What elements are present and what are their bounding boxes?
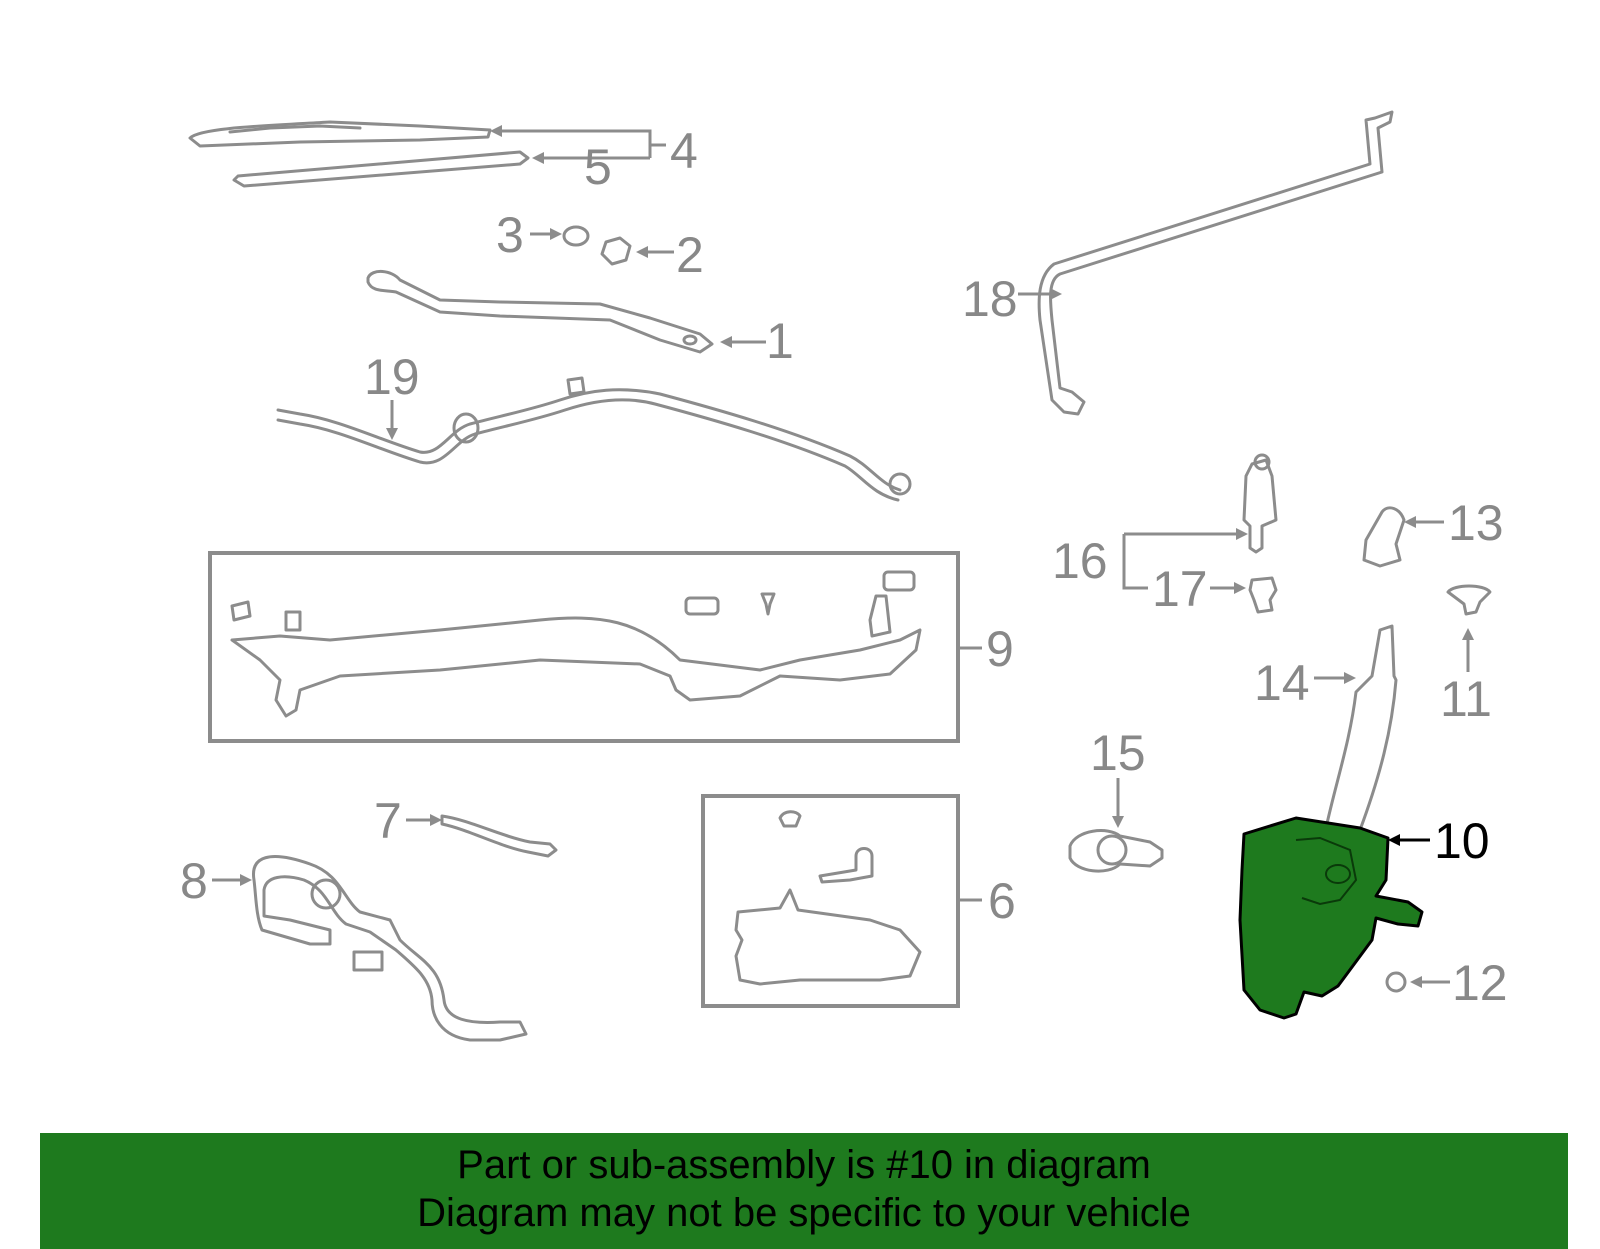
callout-11: 11 [1440, 671, 1492, 727]
callout-19: 19 [364, 349, 420, 405]
part-1-wiper-arm[interactable] [366, 270, 714, 354]
callout-8: 8 [180, 853, 208, 909]
callout-7: 7 [374, 793, 402, 849]
callout-10: 10 [1434, 813, 1490, 869]
info-banner: Part or sub-assembly is #10 in diagram D… [40, 1133, 1568, 1249]
part-6-wiper-motor[interactable] [734, 810, 922, 986]
callout-12: 12 [1452, 955, 1508, 1011]
callout-16: 16 [1052, 533, 1108, 589]
callout-15: 15 [1090, 725, 1146, 781]
part-16-nozzle[interactable] [1242, 453, 1278, 554]
banner-line-part: Part or sub-assembly is #10 in diagram [457, 1143, 1151, 1187]
part-15-pump[interactable] [1068, 829, 1164, 873]
part-18-washer-hose[interactable] [1037, 110, 1394, 416]
part-17-clip[interactable] [1248, 576, 1278, 614]
leader-lines [212, 125, 1474, 988]
part-11-fastener[interactable] [1446, 584, 1492, 616]
part-9-wiper-linkage[interactable] [230, 570, 922, 718]
part-14-filler-neck[interactable] [1324, 624, 1398, 832]
part-9-frame [208, 551, 960, 743]
part-3-cap[interactable] [562, 225, 590, 247]
part-12-grommet[interactable] [1385, 971, 1407, 993]
banner-line-disclaimer: Diagram may not be specific to your vehi… [417, 1191, 1191, 1235]
part-5-blade-insert[interactable] [232, 150, 530, 188]
callout-2: 2 [676, 227, 704, 283]
callout-14: 14 [1254, 655, 1310, 711]
callout-13: 13 [1448, 495, 1504, 551]
part-4-wiper-blade[interactable] [188, 120, 492, 148]
part-2-nut[interactable] [600, 236, 632, 266]
callout-1: 1 [766, 313, 794, 369]
callout-18: 18 [962, 271, 1018, 327]
callout-9: 9 [986, 621, 1014, 677]
callout-3: 3 [496, 207, 524, 263]
callout-4: 4 [670, 123, 698, 179]
callout-6: 6 [988, 873, 1016, 929]
callout-17: 17 [1152, 561, 1208, 617]
part-19-washer-hose[interactable] [276, 376, 912, 502]
part-10-washer-reservoir[interactable] [1238, 816, 1424, 1020]
part-13-grommet[interactable] [1362, 506, 1406, 568]
callout-5: 5 [584, 139, 612, 195]
part-8-harness[interactable] [252, 855, 528, 1042]
part-7-wire[interactable] [440, 814, 558, 858]
part-6-frame [701, 794, 960, 1008]
